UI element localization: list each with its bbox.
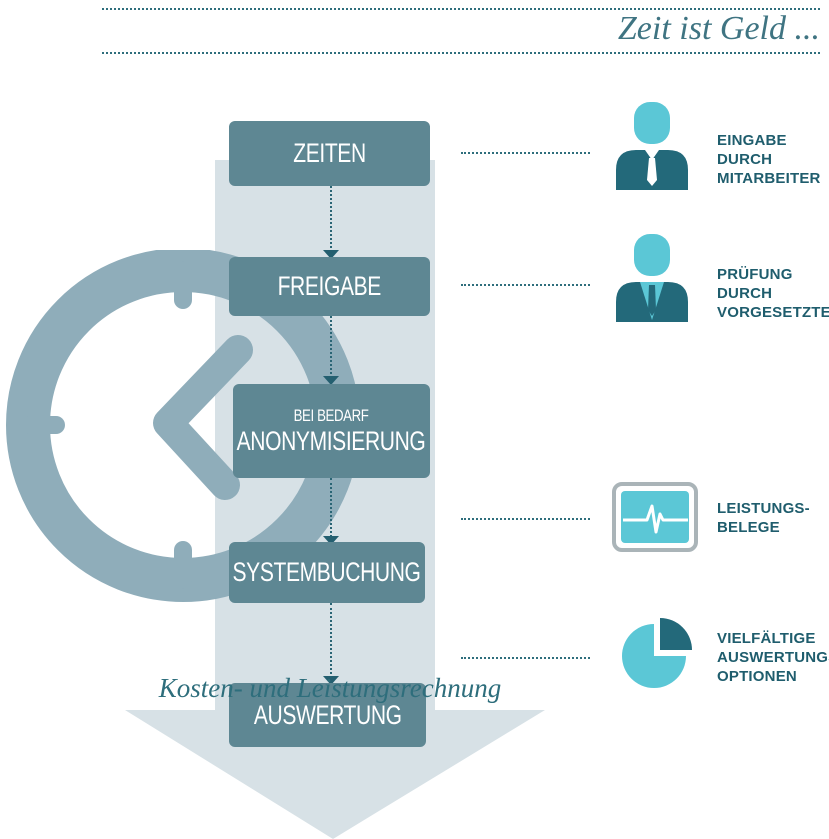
label-leistungsbelege-line-1: Leistungs- [717,500,810,517]
label-auswertungsoptionen-line-3: optionen [717,668,797,685]
step-systembuchung-label: Systembuchung [232,557,422,587]
title-rule-top [102,8,820,10]
step-anonymisierung-label: Anonymisierung [237,425,426,456]
step-zeiten: Zeiten [229,121,430,186]
connector-2-arrowhead [323,376,339,385]
title-rule-bottom [102,52,820,54]
employee-icon [616,102,688,190]
connector-2 [330,316,332,378]
label-leistungsbelege-line-2: belege [717,519,780,536]
label-auswertungsoptionen-line-2: Auswertungs- [717,649,829,666]
connector-4 [330,603,332,678]
connector-4-arrowhead [323,676,339,685]
step-anonymisierung-sublabel: Bei Bedarf [294,405,369,425]
connector-3-arrowhead [323,536,339,545]
step-auswertung: Auswertung [229,683,426,747]
label-auswertungsoptionen-line-1: Vielfältige [717,630,816,647]
supervisor-icon [616,234,688,322]
label-auswertungsoptionen: Vielfältige Auswertungs- optionen [717,629,829,686]
label-supervisor-line-2: Vorgesetzten [717,304,829,321]
connector-1 [330,186,332,252]
label-employee-line-2: Mitarbeiter [717,170,821,187]
leader-2 [461,284,590,286]
footer-caption: Kosten- und Leistungsrechnung [158,673,502,703]
page-title: Zeit ist Geld ... [617,10,820,47]
step-auswertung-label: Auswertung [253,699,402,730]
label-employee-line-1: Eingabe durch [717,132,787,168]
connector-3 [330,478,332,537]
pie-chart-icon [622,618,692,688]
step-freigabe: Freigabe [229,257,430,316]
step-systembuchung: Systembuchung [229,542,425,603]
label-supervisor-line-1: Prüfung durch [717,266,793,302]
leader-3 [461,518,590,520]
leader-4 [461,657,590,659]
connector-1-arrowhead [323,250,339,259]
label-leistungsbelege: Leistungs- belege [717,499,810,537]
step-freigabe-label: Freigabe [277,271,382,301]
step-anonymisierung: Bei Bedarf Anonymisierung [233,384,430,478]
label-employee: Eingabe durch Mitarbeiter [717,131,829,188]
leader-1 [461,152,590,154]
label-supervisor: Prüfung durch Vorgesetzten [717,265,829,322]
monitor-pulse-icon [612,482,698,552]
step-zeiten-label: Zeiten [293,138,366,168]
